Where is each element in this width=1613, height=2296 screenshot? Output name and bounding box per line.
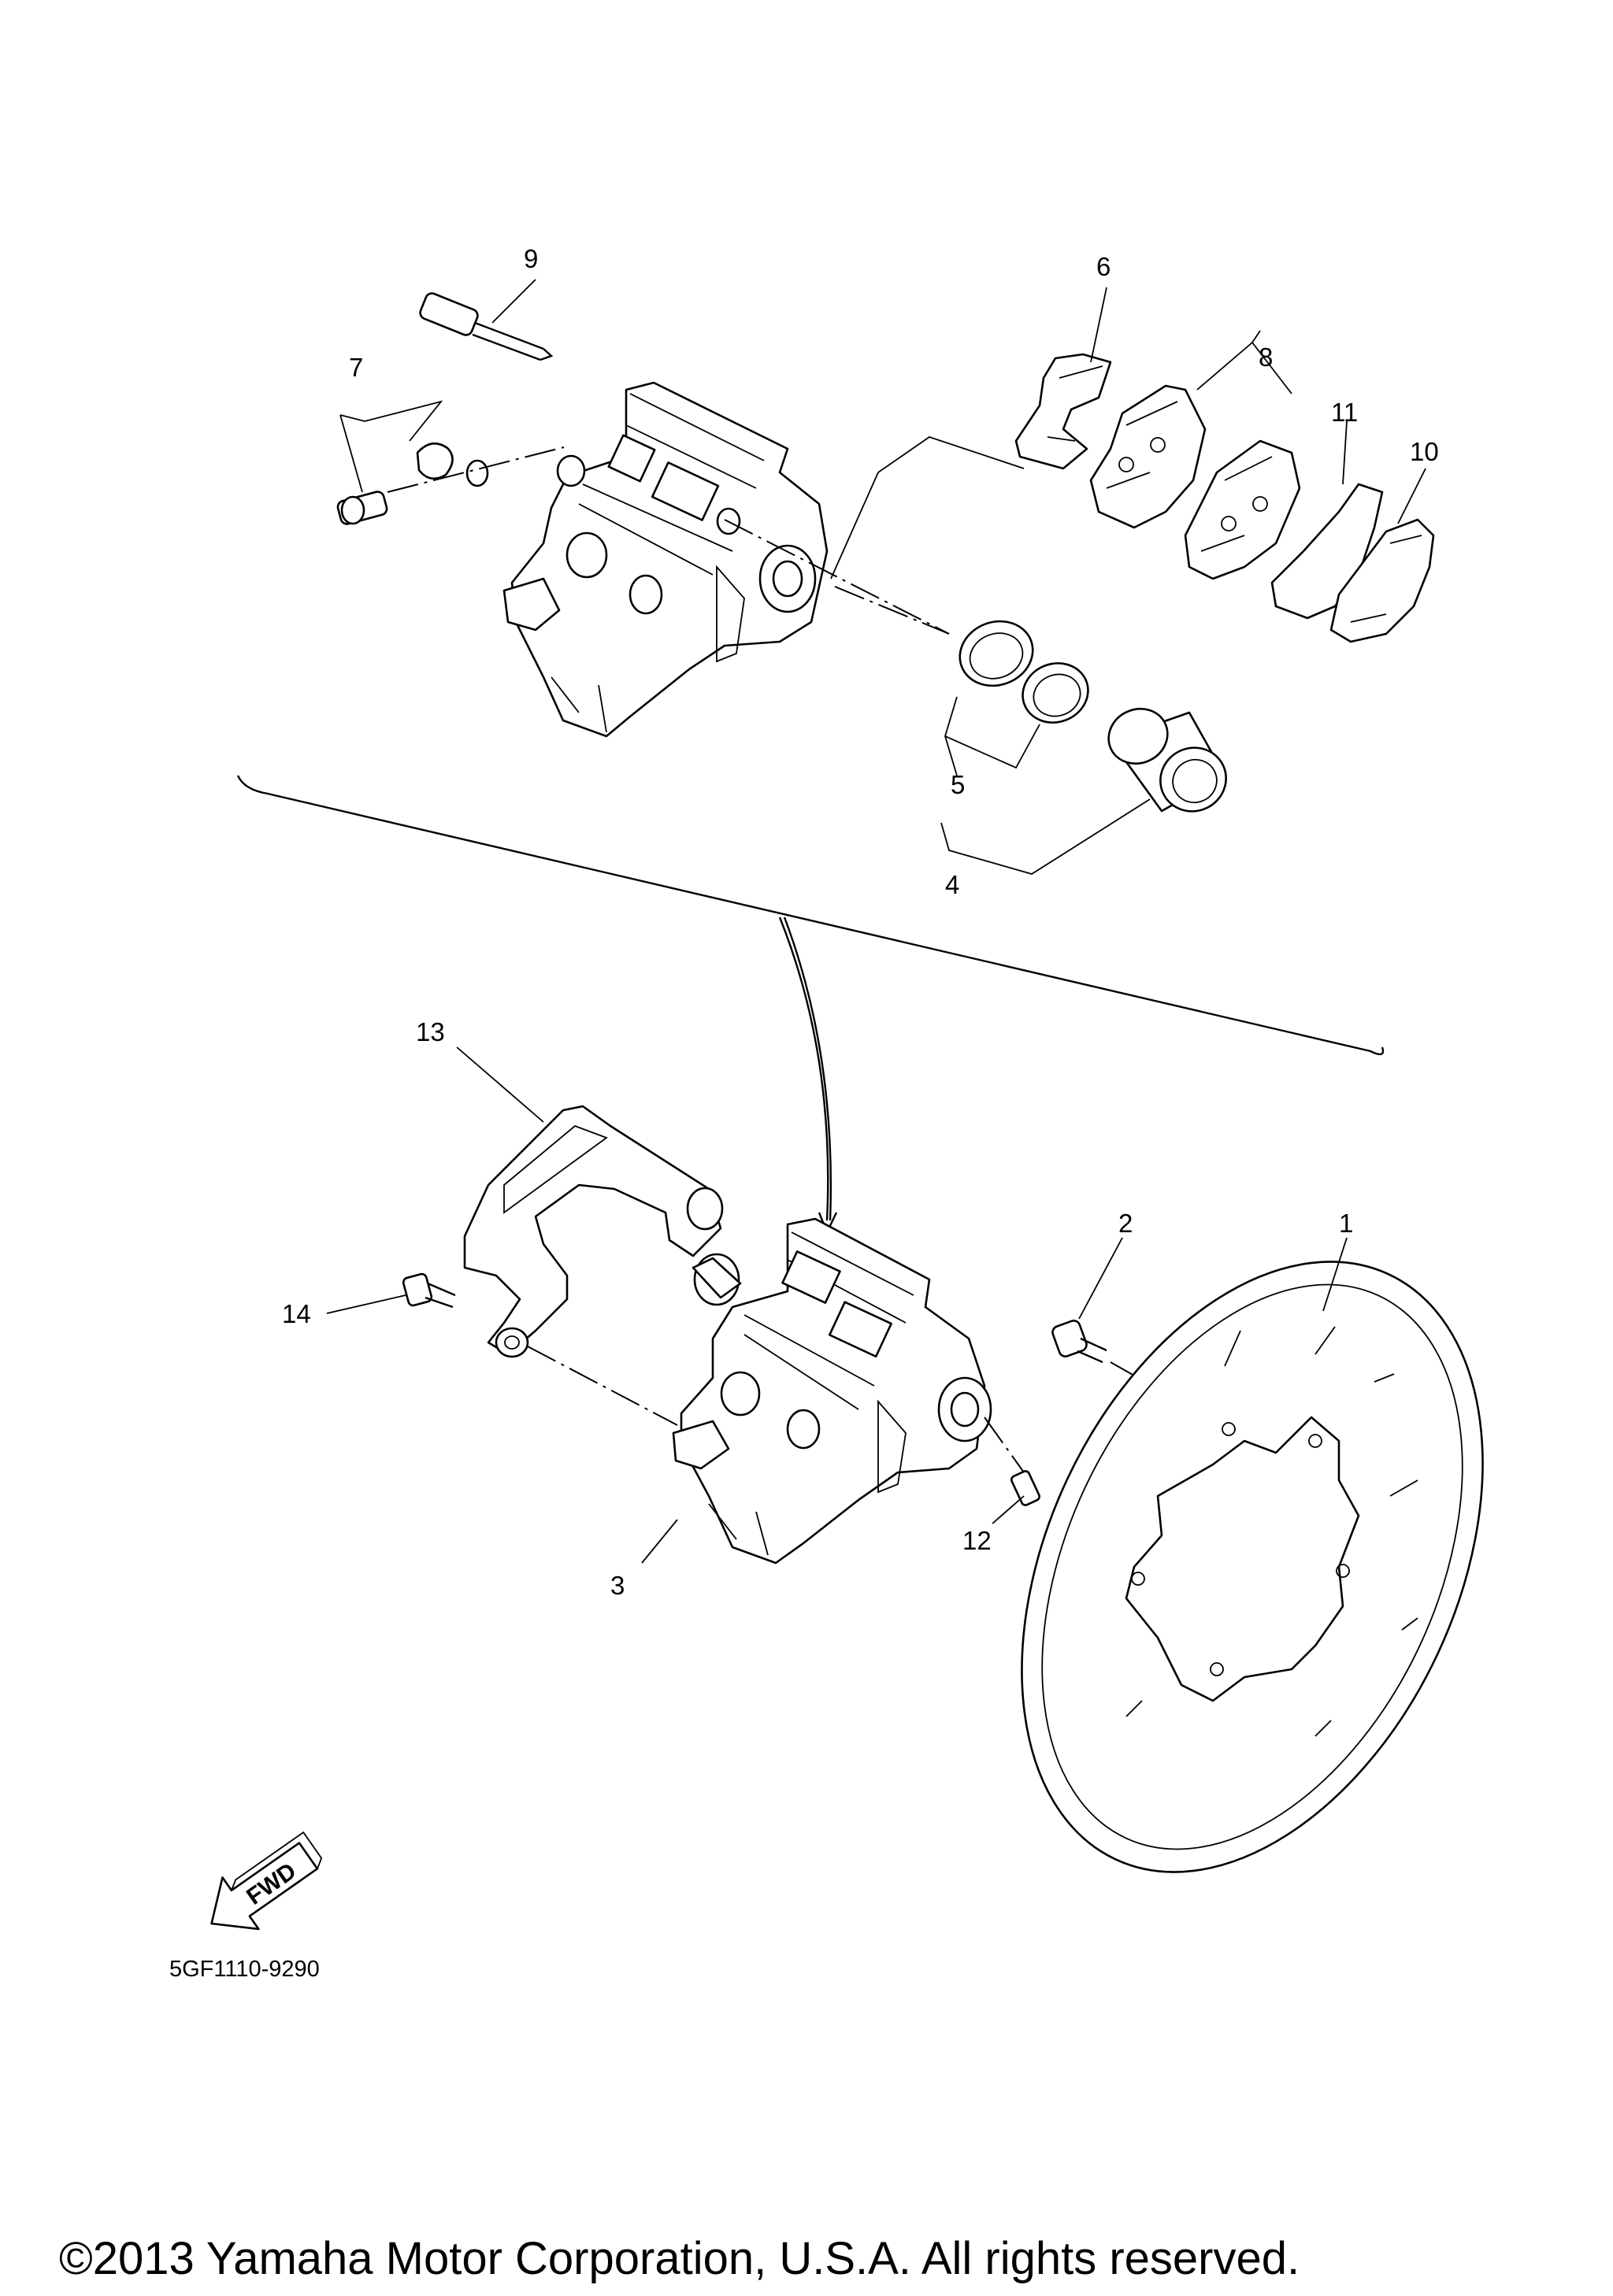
callout-14: 14 bbox=[282, 1299, 311, 1328]
callout-3: 3 bbox=[610, 1571, 625, 1600]
piston-part-4 bbox=[1107, 707, 1227, 813]
callout-7: 7 bbox=[349, 353, 363, 382]
shim-part-10 bbox=[1329, 518, 1435, 643]
brake-disc-part-1 bbox=[1021, 1261, 1484, 1873]
callout-1: 1 bbox=[1339, 1209, 1353, 1238]
leader-lines bbox=[326, 279, 1426, 1564]
callout-4: 4 bbox=[945, 870, 959, 899]
caliper-bracket-part-13 bbox=[463, 1105, 724, 1358]
diagram-code: 5GF1110-9290 bbox=[169, 1957, 320, 1982]
bolt-part-14 bbox=[402, 1272, 456, 1309]
brake-pad-part-8b bbox=[1184, 439, 1301, 580]
caliper-body-lower bbox=[672, 1217, 992, 1565]
callout-5: 5 bbox=[951, 770, 965, 799]
forward-arrow-icon: FWD bbox=[210, 1831, 323, 1931]
bleed-screw-part-7 bbox=[336, 442, 565, 525]
pad-spring-part-6 bbox=[1014, 353, 1112, 470]
caliper-body-upper bbox=[502, 381, 829, 738]
callout-2: 2 bbox=[1118, 1209, 1133, 1238]
disc-bolt-part-2 bbox=[1051, 1320, 1107, 1364]
callout-10: 10 bbox=[1410, 437, 1439, 466]
callout-13: 13 bbox=[416, 1017, 445, 1046]
callout-9: 9 bbox=[524, 244, 538, 273]
copyright-notice: ©2013 Yamaha Motor Corporation, U.S.A. A… bbox=[59, 2233, 1300, 2284]
callout-11: 11 bbox=[1331, 398, 1358, 427]
pin-part-12 bbox=[1010, 1470, 1040, 1506]
assembly-brace bbox=[236, 775, 1385, 1235]
piston-seals-part-5 bbox=[959, 620, 1089, 724]
pin-bolt-part-9 bbox=[419, 292, 554, 361]
brake-pad-part-8a bbox=[1089, 384, 1207, 529]
callout-8: 8 bbox=[1259, 343, 1273, 372]
callout-12: 12 bbox=[962, 1526, 992, 1555]
callout-6: 6 bbox=[1096, 252, 1111, 281]
